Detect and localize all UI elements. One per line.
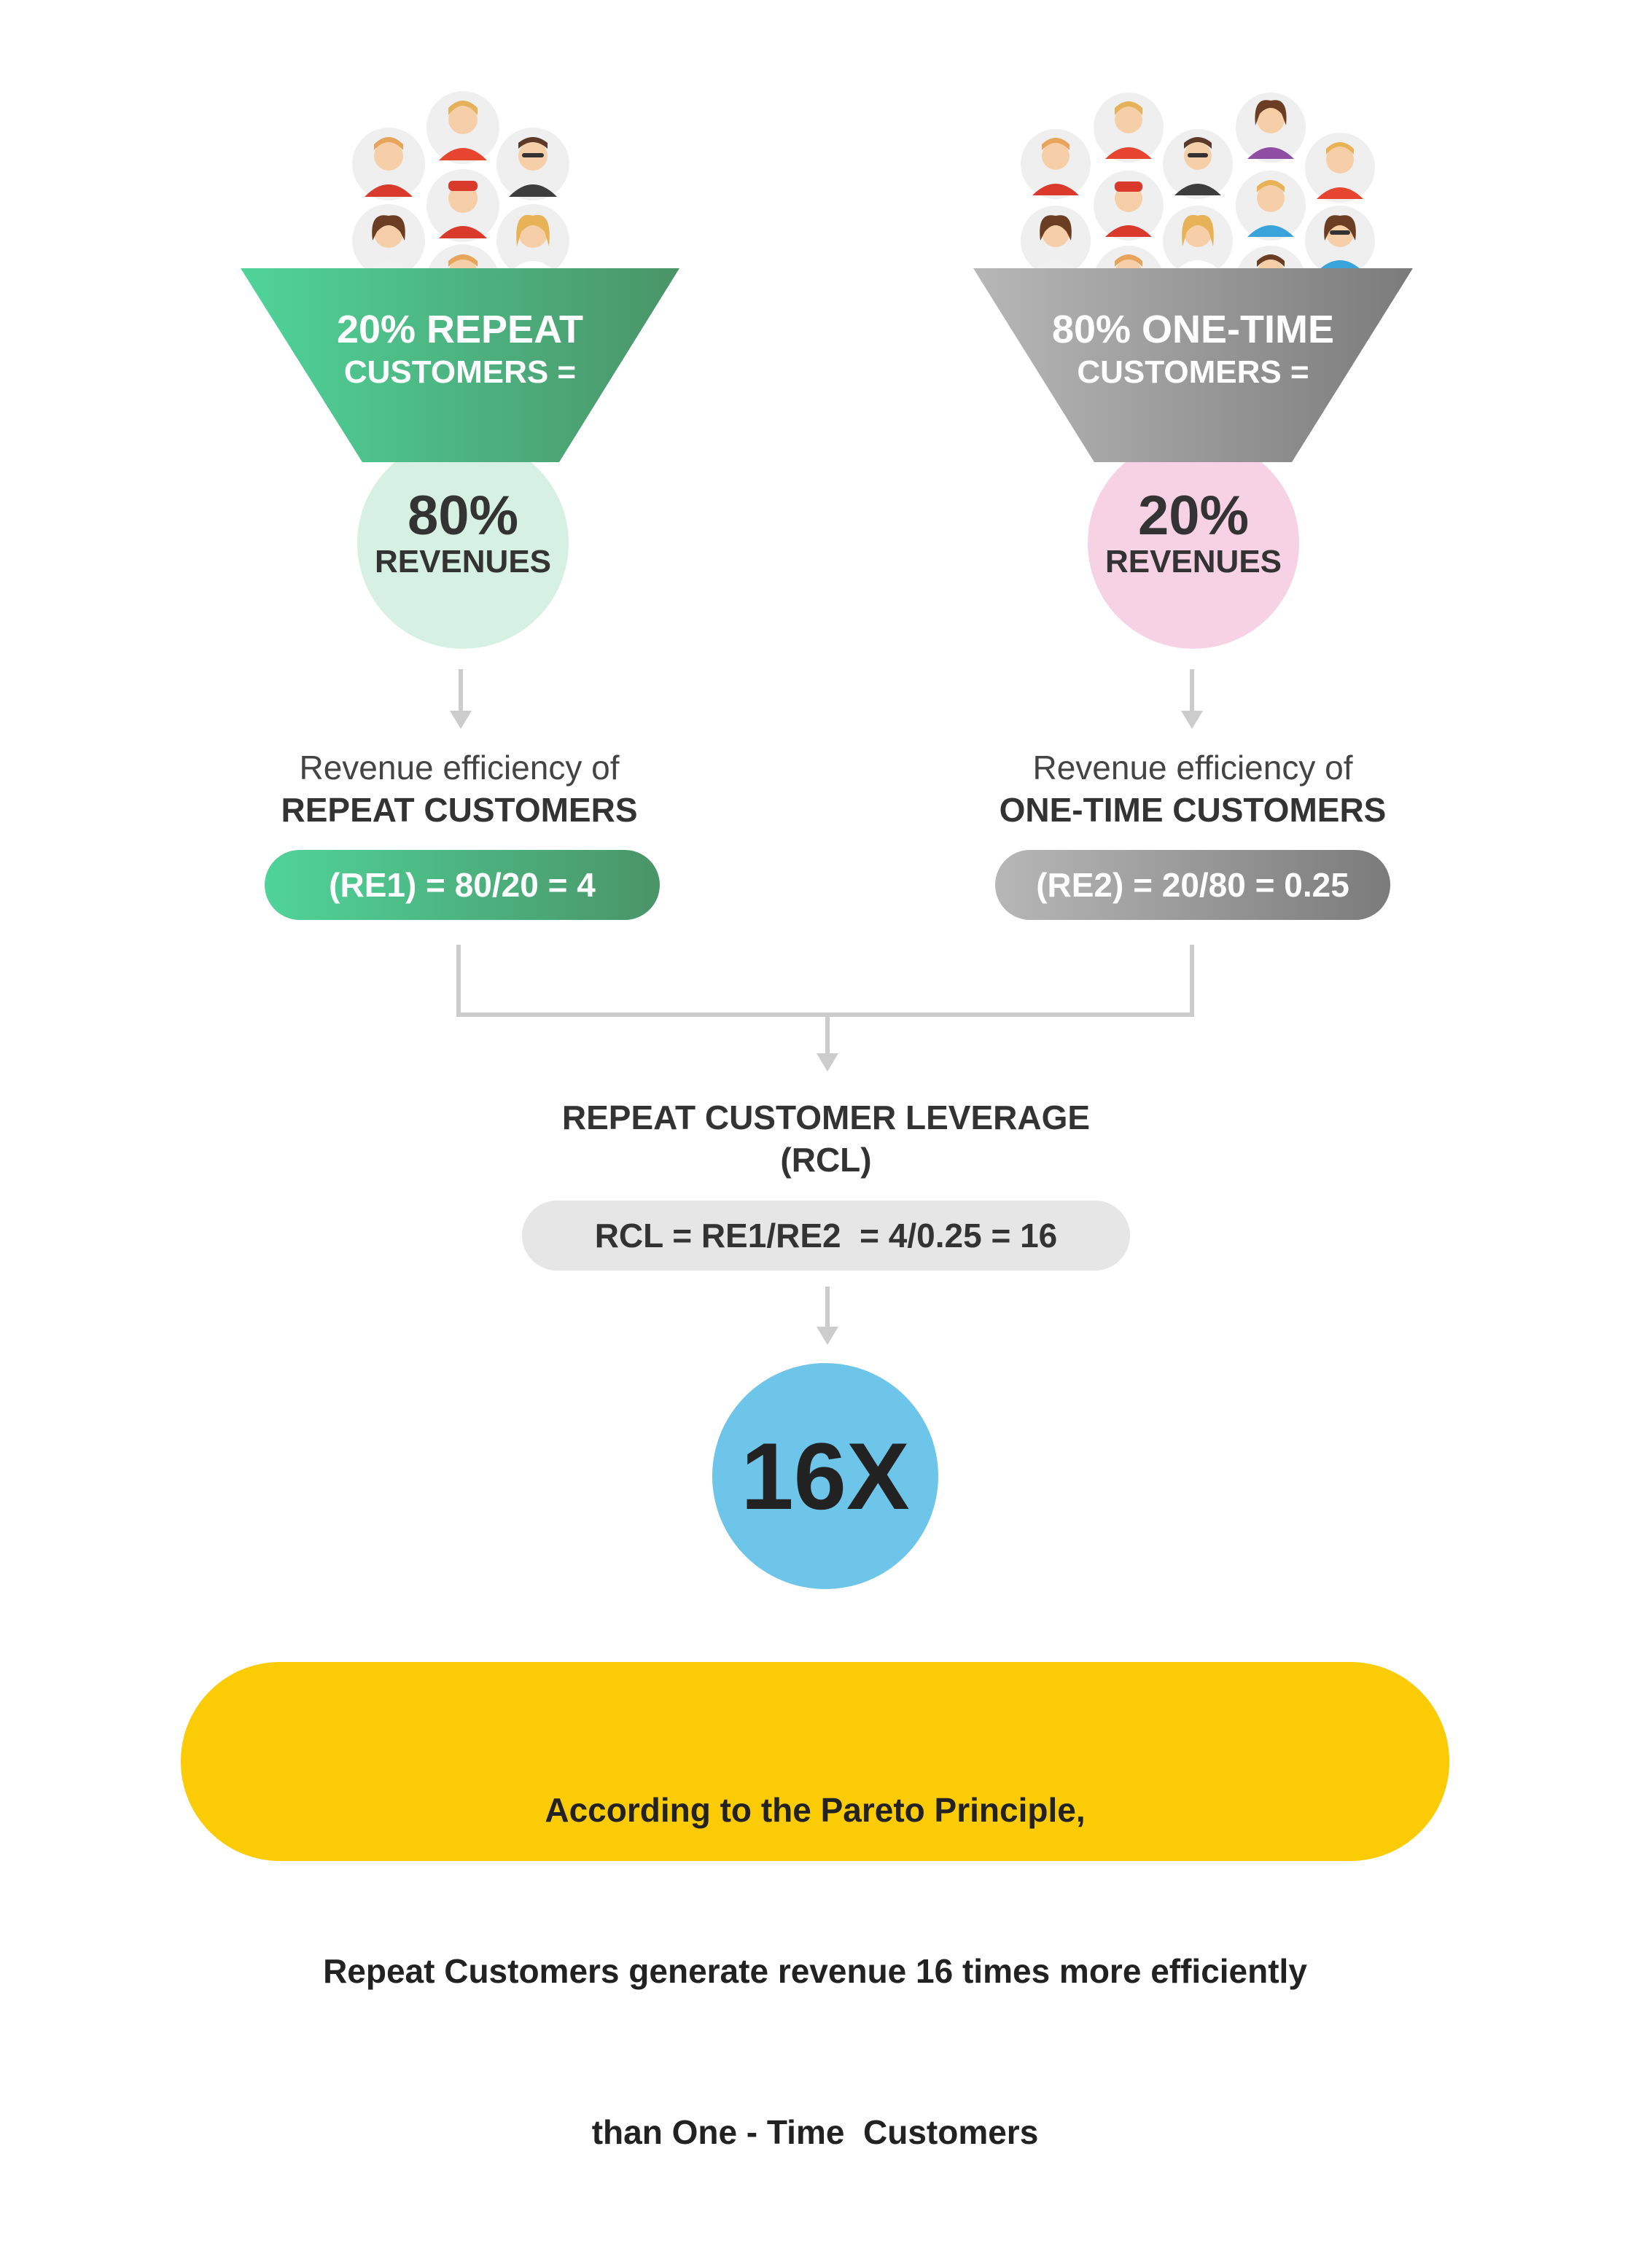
avatar-icon — [1305, 206, 1375, 268]
left-funnel — [241, 268, 679, 462]
conclusion-banner — [181, 1662, 1449, 1861]
avatar-icon — [1163, 206, 1233, 268]
conclusion-line3: than One - Time Customers — [591, 2112, 1039, 2151]
right-down-arrow — [1181, 669, 1203, 729]
right-funnel-line1: 80% ONE-TIME — [1051, 308, 1335, 351]
rcl-formula: RCL = RE1/RE2 = 4/0.25 = 16 — [594, 1217, 1058, 1255]
avatar-icon — [1094, 93, 1164, 163]
avatar-icon — [428, 244, 498, 268]
left-funnel-label: 20% REPEAT CUSTOMERS = — [241, 306, 679, 392]
right-efficiency-line1: Revenue efficiency of — [1032, 749, 1353, 787]
left-revenue-label: REVENUES — [374, 543, 552, 580]
rcl-title-line1: REPEAT CUSTOMER LEVERAGE — [561, 1099, 1091, 1136]
left-customer-avatars — [352, 91, 569, 268]
left-efficiency-line1: Revenue efficiency of — [299, 749, 620, 787]
avatar-icon — [352, 128, 425, 200]
left-formula: (RE1) = 80/20 = 4 — [329, 866, 596, 904]
right-customer-avatars — [1021, 93, 1375, 268]
avatar-icon — [1236, 171, 1306, 241]
avatar-icon — [1021, 129, 1091, 199]
result-down-arrow — [817, 1287, 838, 1345]
avatar-icon — [1094, 171, 1164, 241]
merge-connector — [456, 945, 1194, 1072]
right-efficiency-line2: ONE-TIME CUSTOMERS — [999, 790, 1387, 829]
conclusion-text: According to the Pareto Principle, Repea… — [181, 1677, 1449, 2267]
left-formula-pill — [265, 850, 660, 920]
left-revenue-circle — [357, 437, 569, 649]
right-circle-label: 20% REVENUES — [1048, 487, 1339, 579]
right-funnel-label: 80% ONE-TIME CUSTOMERS = — [973, 306, 1413, 392]
left-revenue-percent: 80% — [407, 485, 519, 547]
avatar-icon — [426, 169, 499, 242]
conclusion-line1: According to the Pareto Principle, — [545, 1791, 1086, 1830]
avatar-icon — [1236, 93, 1306, 163]
conclusion-line2: Repeat Customers generate revenue 16 tim… — [323, 1951, 1307, 1990]
avatar-icon — [496, 204, 569, 268]
left-funnel-line1: 20% REPEAT — [336, 308, 584, 351]
right-formula-pill — [995, 850, 1390, 920]
avatar-icon — [1021, 206, 1091, 268]
right-revenue-percent: 20% — [1137, 485, 1250, 547]
right-efficiency-text: Revenue efficiency of ONE-TIME CUSTOMERS — [938, 747, 1448, 831]
left-funnel-line2: CUSTOMERS = — [343, 354, 577, 390]
right-funnel — [973, 268, 1413, 462]
rcl-title-line2: (RCL) — [780, 1140, 872, 1179]
avatar-icon — [1305, 133, 1375, 203]
left-efficiency-text: Revenue efficiency of REPEAT CUSTOMERS — [204, 747, 714, 831]
rcl-title: REPEAT CUSTOMER LEVERAGE (RCL) — [498, 1097, 1154, 1181]
avatar-icon — [1163, 129, 1233, 199]
avatar-icon — [1238, 246, 1304, 268]
left-circle-label: 80% REVENUES — [317, 487, 609, 579]
right-revenue-circle — [1088, 437, 1299, 649]
avatar-icon — [1096, 246, 1161, 268]
avatar-icon — [352, 204, 425, 268]
rcl-formula-pill — [522, 1201, 1130, 1271]
right-revenue-label: REVENUES — [1104, 543, 1282, 580]
left-down-arrow — [450, 669, 472, 729]
avatar-icon — [426, 91, 499, 164]
left-efficiency-line2: REPEAT CUSTOMERS — [281, 790, 638, 829]
diagram-graphics — [181, 91, 1449, 1861]
right-formula: (RE2) = 20/80 = 0.25 — [1036, 866, 1349, 904]
result-circle — [712, 1363, 938, 1589]
right-funnel-line2: CUSTOMERS = — [1077, 354, 1309, 390]
result-value: 16X — [741, 1423, 910, 1529]
avatar-icon — [496, 128, 569, 200]
